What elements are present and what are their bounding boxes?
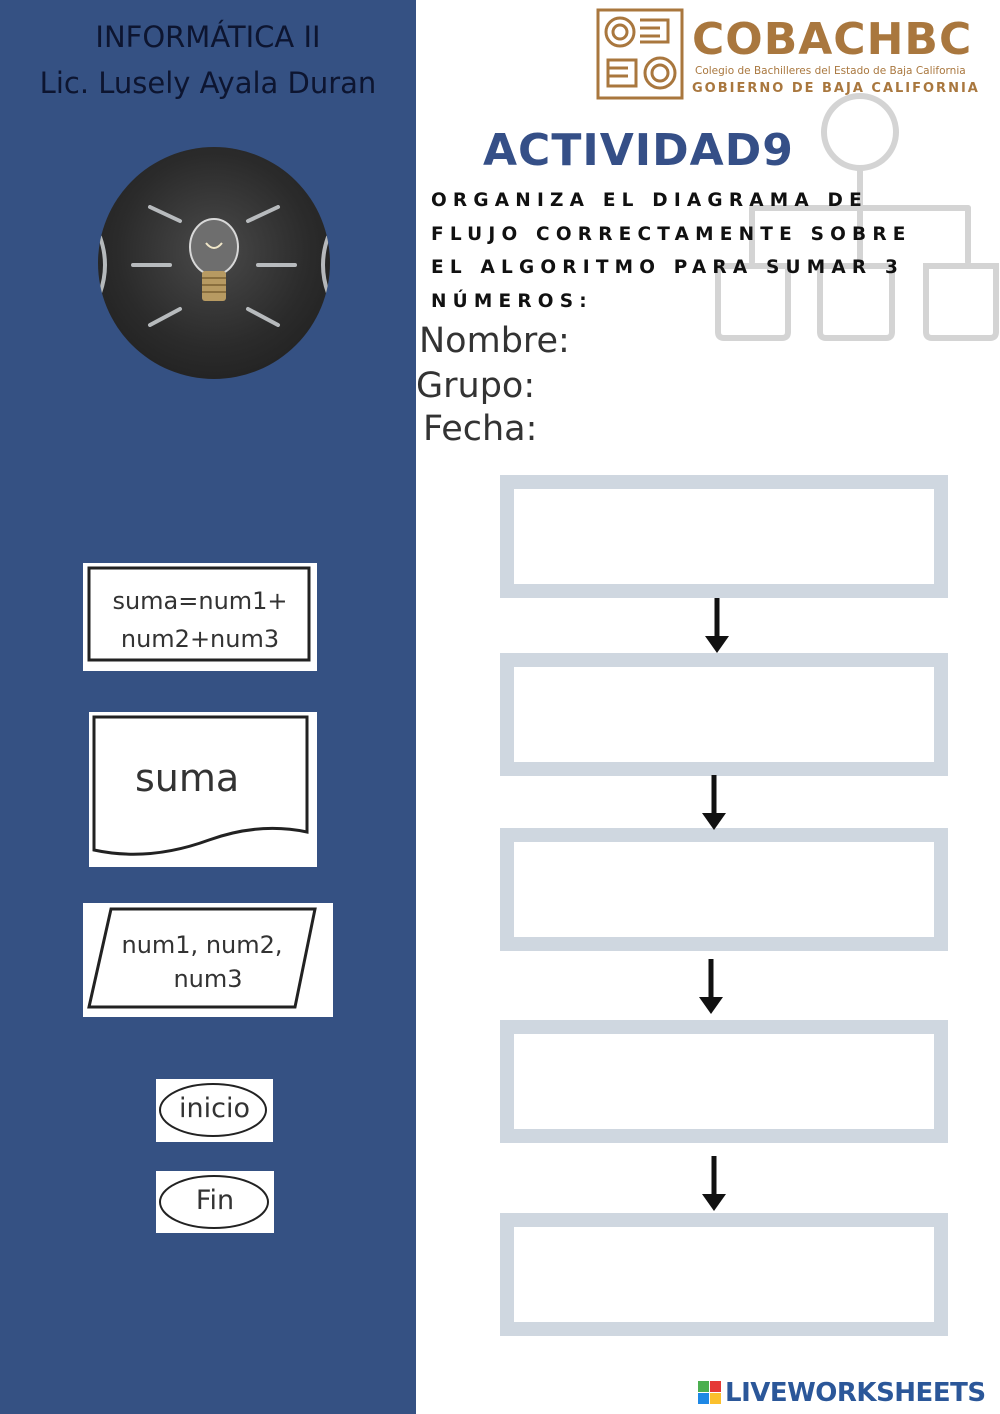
lightbulb-image (98, 147, 330, 379)
flowchart-slot-5[interactable] (500, 1213, 948, 1336)
output-label: suma (135, 756, 240, 800)
liveworksheets-logo-icon (698, 1381, 721, 1404)
cobach-emblem-icon (596, 8, 684, 100)
output-card[interactable]: suma (89, 712, 317, 867)
end-label: Fin (195, 1185, 235, 1216)
document-shape (92, 715, 309, 856)
arrow-down-icon (702, 1156, 726, 1211)
input-card[interactable]: num1, num2, num3 (83, 903, 333, 1017)
end-card[interactable]: Fin (156, 1171, 274, 1233)
activity-title: ACTIVIDAD9 (483, 125, 794, 176)
org-chart-icon (715, 93, 999, 341)
arrow-down-icon (705, 598, 729, 653)
cobachbc-logo: COBACHBC Colegio de Bachilleres del Esta… (596, 8, 992, 104)
arrow-down-icon (702, 775, 726, 830)
group-label: Grupo: (416, 366, 536, 406)
flowchart-slot-1[interactable] (500, 475, 948, 598)
process-line-2: num2+num3 (120, 625, 280, 653)
flowchart-slot-3[interactable] (500, 828, 948, 951)
left-sidebar: INFORMÁTICA II Lic. Lusely Ayala Duran (0, 0, 416, 1414)
arrow-down-icon (699, 959, 723, 1014)
input-line-2: num3 (173, 965, 243, 993)
activity-instructions: ORGANIZA EL DIAGRAMA DE FLUJO CORRECTAME… (431, 190, 912, 312)
start-label: inicio (179, 1093, 250, 1124)
input-line-1: num1, num2, (121, 931, 283, 959)
name-label: Nombre: (419, 321, 570, 361)
date-label: Fecha: (423, 409, 538, 449)
flowchart-slot-2[interactable] (500, 653, 948, 776)
course-title: INFORMÁTICA II (95, 20, 321, 54)
parallelogram-shape (87, 907, 317, 1009)
process-card[interactable]: suma=num1+ num2+num3 (83, 563, 317, 671)
process-line-1: suma=num1+ (112, 587, 288, 615)
terminal-shape (159, 1175, 269, 1229)
watermark-text: LIVEWORKSHEETS (725, 1378, 986, 1408)
logo-government: GOBIERNO DE BAJA CALIFORNIA (692, 81, 980, 96)
logo-name: COBACHBC (692, 14, 973, 65)
process-shape (87, 566, 311, 662)
terminal-shape (159, 1083, 267, 1137)
logo-subtitle: Colegio de Bachilleres del Estado de Baj… (695, 65, 966, 77)
flowchart-slot-4[interactable] (500, 1020, 948, 1143)
start-card[interactable]: inicio (156, 1079, 273, 1142)
teacher-name: Lic. Lusely Ayala Duran (39, 66, 377, 100)
